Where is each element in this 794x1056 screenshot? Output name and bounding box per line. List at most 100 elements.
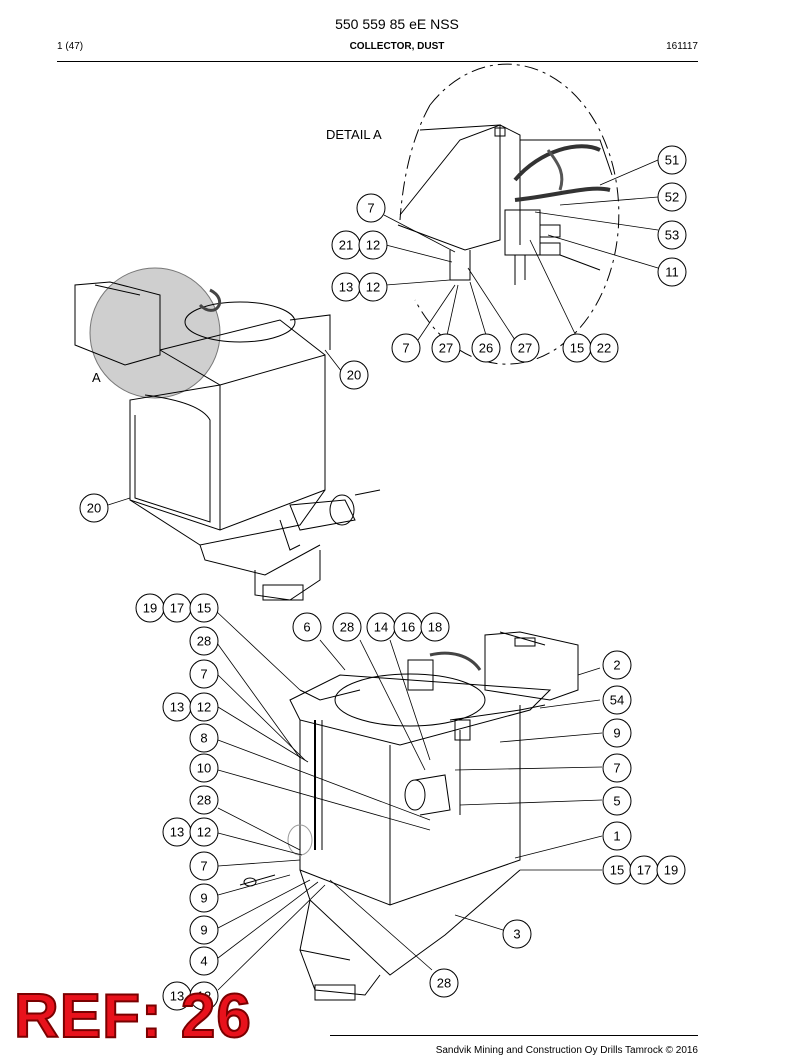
callout-20: 20 xyxy=(79,493,109,523)
svg-text:14: 14 xyxy=(374,620,388,635)
svg-text:7: 7 xyxy=(367,201,374,216)
callout-21: 21 xyxy=(331,230,361,260)
svg-text:17: 17 xyxy=(637,863,651,878)
callout-7: 7 xyxy=(189,851,219,881)
callout-17: 17 xyxy=(629,855,659,885)
svg-text:13: 13 xyxy=(170,825,184,840)
svg-text:54: 54 xyxy=(610,693,624,708)
callout-balloons: 51 52 53 11 7 21 12 13 12 7 27 26 27 15 … xyxy=(79,145,687,1011)
callout-12: 12 xyxy=(189,981,219,1011)
svg-text:28: 28 xyxy=(340,620,354,635)
callout-7: 7 xyxy=(391,333,421,363)
overview-view xyxy=(74,267,381,601)
callout-26: 26 xyxy=(471,333,501,363)
svg-text:19: 19 xyxy=(143,601,157,616)
svg-text:9: 9 xyxy=(613,726,620,741)
callout-16: 16 xyxy=(393,612,423,642)
callout-11: 11 xyxy=(657,257,687,287)
callout-12: 12 xyxy=(358,272,388,302)
svg-text:52: 52 xyxy=(665,190,679,205)
callout-15: 15 xyxy=(189,593,219,623)
svg-text:21: 21 xyxy=(339,238,353,253)
callout-7: 7 xyxy=(356,193,386,223)
svg-text:5: 5 xyxy=(613,794,620,809)
svg-text:10: 10 xyxy=(197,761,211,776)
svg-text:12: 12 xyxy=(366,238,380,253)
callout-7: 7 xyxy=(602,753,632,783)
svg-text:22: 22 xyxy=(597,341,611,356)
svg-text:20: 20 xyxy=(87,501,101,516)
document-date: 161117 xyxy=(666,41,698,52)
svg-text:15: 15 xyxy=(197,601,211,616)
svg-text:1: 1 xyxy=(613,829,620,844)
callout-13: 13 xyxy=(162,692,192,722)
callout-20: 20 xyxy=(339,360,369,390)
callout-12: 12 xyxy=(189,692,219,722)
svg-text:26: 26 xyxy=(479,341,493,356)
callout-3: 3 xyxy=(502,919,532,949)
svg-text:20: 20 xyxy=(347,368,361,383)
callout-28: 28 xyxy=(429,968,459,998)
callout-12: 12 xyxy=(358,230,388,260)
svg-text:28: 28 xyxy=(197,634,211,649)
svg-text:27: 27 xyxy=(518,341,532,356)
callout-28: 28 xyxy=(332,612,362,642)
svg-text:15: 15 xyxy=(610,863,624,878)
callout-8: 8 xyxy=(189,723,219,753)
callout-5: 5 xyxy=(602,786,632,816)
callout-9: 9 xyxy=(189,915,219,945)
callout-15: 15 xyxy=(602,855,632,885)
svg-text:9: 9 xyxy=(200,923,207,938)
svg-text:51: 51 xyxy=(665,153,679,168)
svg-text:12: 12 xyxy=(197,989,211,1004)
view-a-label: A xyxy=(92,370,101,385)
callout-4: 4 xyxy=(189,946,219,976)
callout-52: 52 xyxy=(657,182,687,212)
svg-text:13: 13 xyxy=(170,700,184,715)
svg-text:9: 9 xyxy=(200,891,207,906)
callout-6: 6 xyxy=(292,612,322,642)
callout-19: 19 xyxy=(135,593,165,623)
svg-text:11: 11 xyxy=(665,265,679,280)
callout-9: 9 xyxy=(189,883,219,913)
svg-text:4: 4 xyxy=(200,954,207,969)
callout-13: 13 xyxy=(162,817,192,847)
callout-14: 14 xyxy=(366,612,396,642)
svg-text:19: 19 xyxy=(664,863,678,878)
callout-9: 9 xyxy=(602,718,632,748)
callout-54: 54 xyxy=(602,685,632,715)
svg-text:8: 8 xyxy=(200,731,207,746)
callout-28: 28 xyxy=(189,626,219,656)
svg-text:27: 27 xyxy=(439,341,453,356)
footer-rule xyxy=(330,1035,698,1036)
svg-text:12: 12 xyxy=(197,825,211,840)
svg-text:12: 12 xyxy=(366,280,380,295)
ref-badge: REF: 26 xyxy=(13,982,252,1051)
document-title: 550 559 85 eE NSS xyxy=(335,16,459,32)
svg-text:7: 7 xyxy=(402,341,409,356)
svg-text:3: 3 xyxy=(513,927,520,942)
svg-text:7: 7 xyxy=(200,859,207,874)
svg-text:17: 17 xyxy=(170,601,184,616)
callout-22: 22 xyxy=(589,333,619,363)
svg-text:28: 28 xyxy=(437,976,451,991)
callout-2: 2 xyxy=(602,650,632,680)
callout-19: 19 xyxy=(656,855,686,885)
svg-text:16: 16 xyxy=(401,620,415,635)
svg-text:15: 15 xyxy=(570,341,584,356)
svg-text:2: 2 xyxy=(613,658,620,673)
callout-12: 12 xyxy=(189,817,219,847)
callout-17: 17 xyxy=(162,593,192,623)
callout-51: 51 xyxy=(657,145,687,175)
header-rule xyxy=(57,61,698,62)
callout-53: 53 xyxy=(657,220,687,250)
callout-13: 13 xyxy=(162,981,192,1011)
footer-copyright: Sandvik Mining and Construction Oy Drill… xyxy=(435,1045,698,1056)
document-subtitle: COLLECTOR, DUST xyxy=(349,41,445,52)
callout-13: 13 xyxy=(331,272,361,302)
svg-text:28: 28 xyxy=(197,793,211,808)
svg-text:53: 53 xyxy=(665,228,679,243)
callout-27: 27 xyxy=(510,333,540,363)
callout-10: 10 xyxy=(189,753,219,783)
svg-text:13: 13 xyxy=(339,280,353,295)
